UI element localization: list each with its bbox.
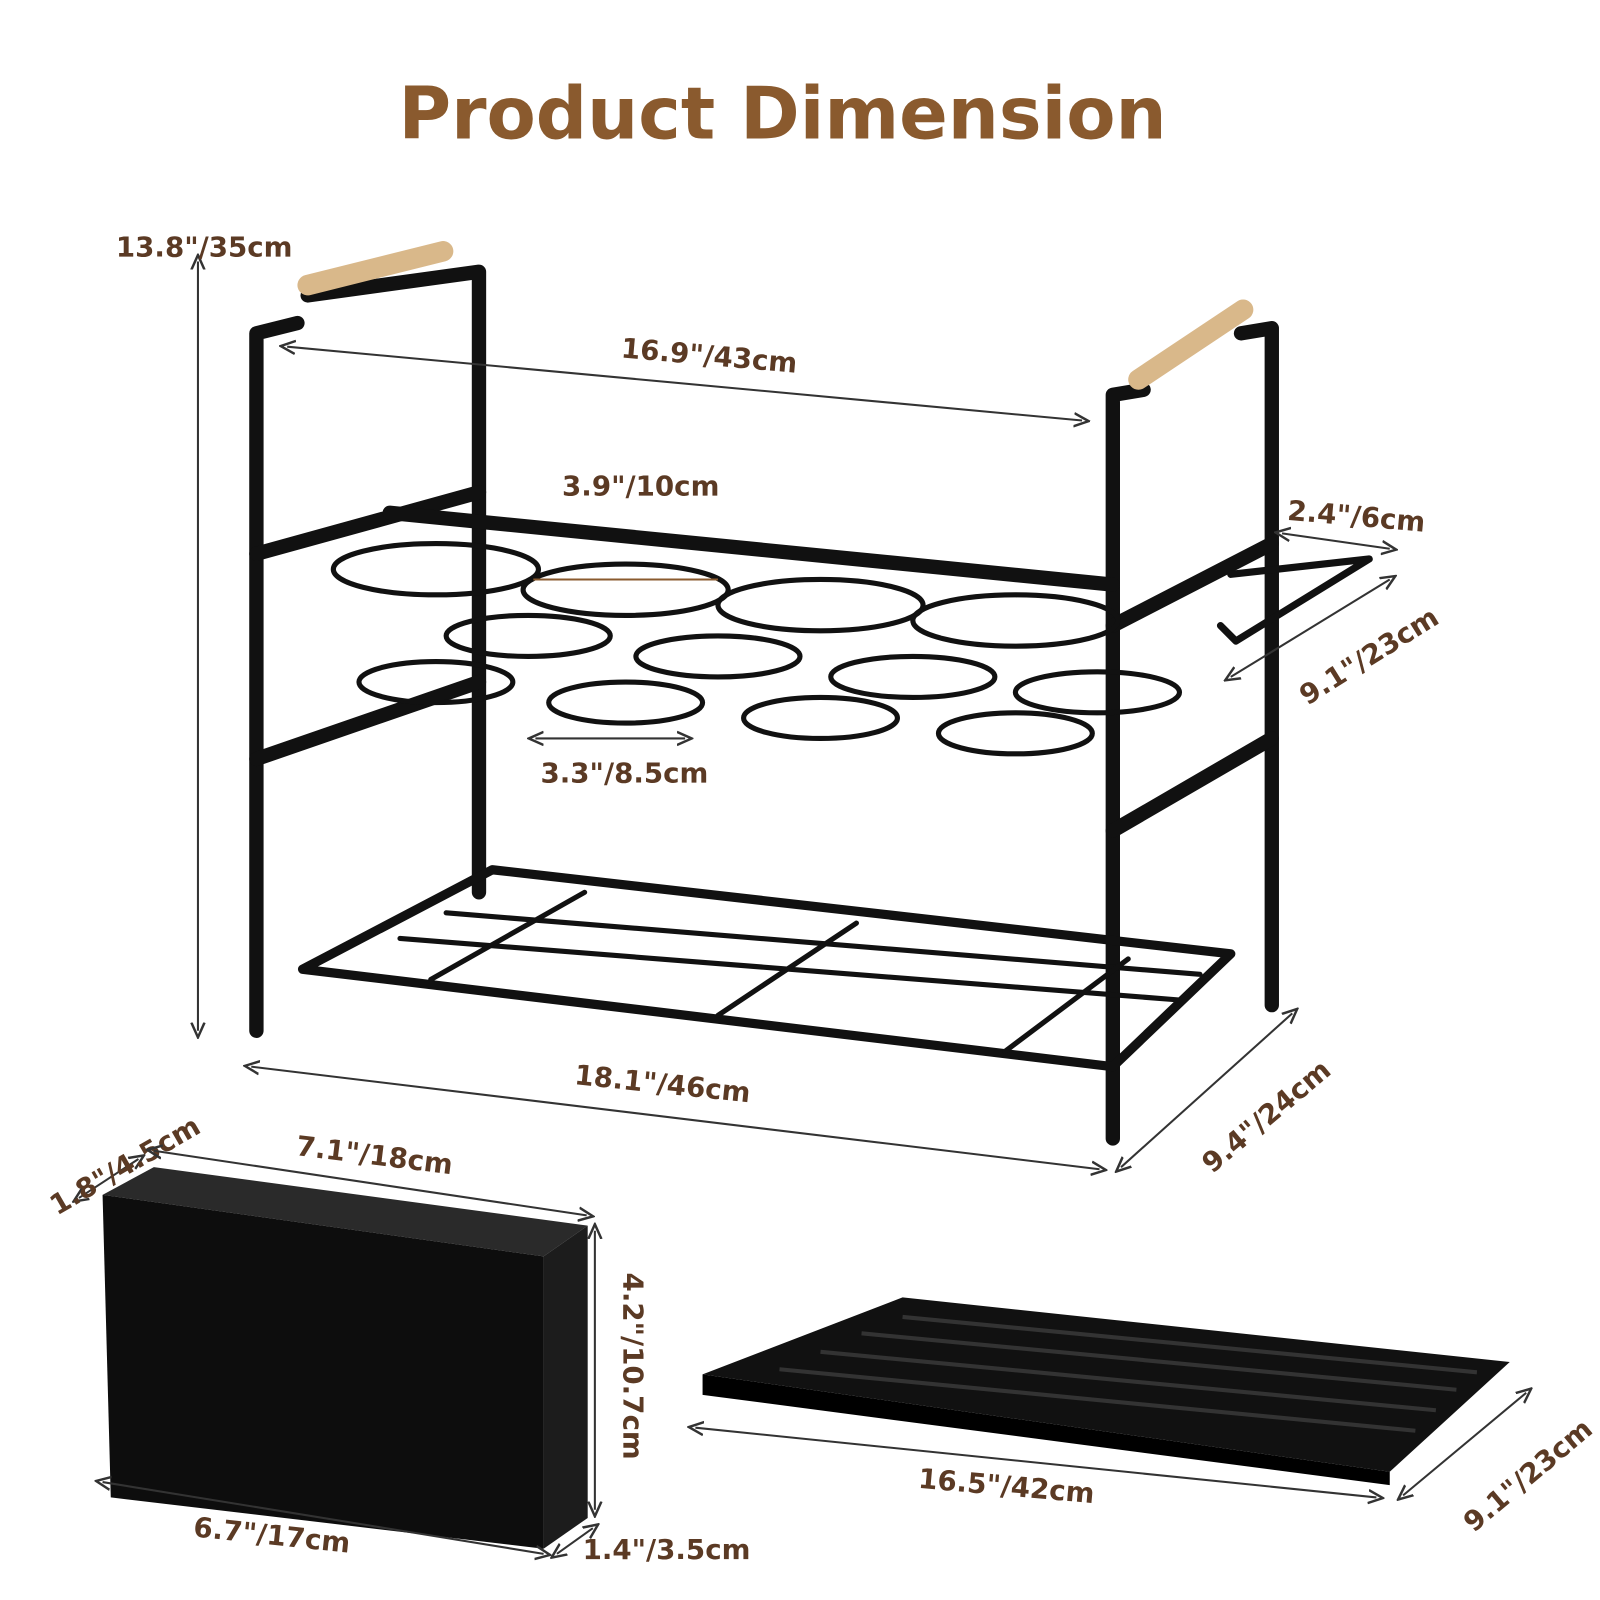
drip-tray: [702, 1297, 1510, 1486]
rack-base-width-label: 18.1"/46cm: [573, 1058, 752, 1109]
rack-base-depth-label: 9.4"/24cm: [1195, 1053, 1337, 1179]
tray-depth-label: 9.1"/23cm: [1457, 1412, 1599, 1538]
box-width-top-label: 7.1"/18cm: [294, 1129, 454, 1181]
box-height-label: 4.2"/10.7cm: [617, 1273, 650, 1460]
cup-gap-label: 3.3"/8.5cm: [541, 757, 709, 790]
cup-diameter-label: 3.9"/10cm: [562, 469, 719, 502]
page-title: Product Dimension: [398, 71, 1166, 155]
box-depth-bottom-label: 1.4"/3.5cm: [583, 1533, 751, 1566]
storage-box: [102, 1167, 588, 1549]
wood-handles: [297, 241, 1254, 390]
rack-height-label: 13.8"/35cm: [116, 230, 293, 263]
cup-holders: [330, 541, 1183, 757]
rack-top-width-label: 16.9"/43cm: [620, 331, 799, 379]
rack-illustration: [249, 241, 1373, 1146]
hook-length-label: 2.4"/6cm: [1286, 494, 1426, 539]
hook-depth-label: 9.1"/23cm: [1293, 600, 1444, 711]
tray-width-label: 16.5"/42cm: [917, 1462, 1096, 1510]
towel-hook: [1216, 555, 1373, 645]
rack-frame: [249, 264, 1279, 1146]
bottom-shelf: [297, 865, 1236, 1072]
